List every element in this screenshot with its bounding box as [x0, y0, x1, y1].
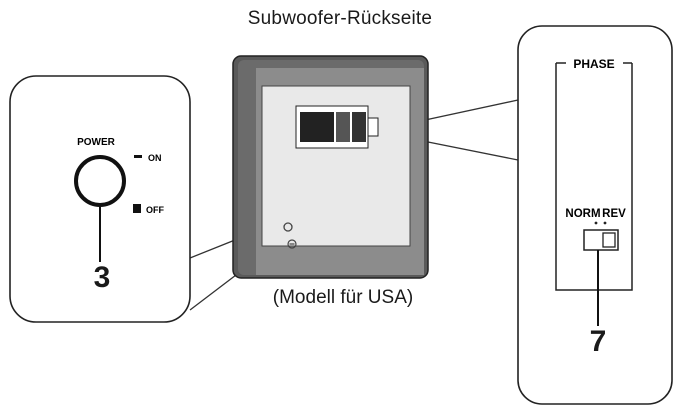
phase-bracket: [555, 63, 633, 291]
phase-switch-knob: [602, 232, 616, 248]
power-button-icon: [74, 155, 126, 207]
callout-number-right: 7: [589, 325, 607, 358]
rev-label: REV: [602, 208, 626, 220]
callout-number-left: 3: [93, 261, 111, 294]
power-label: POWER: [77, 137, 116, 148]
unit-power-knob: [283, 222, 293, 232]
unit-minus-icon: [287, 239, 297, 249]
right-callout-panel: [517, 25, 673, 405]
norm-label: NORM: [565, 208, 600, 220]
subwoofer-body: [232, 55, 429, 279]
on-indicator-icon: [134, 155, 142, 158]
off-indicator-icon: [133, 204, 141, 213]
diagram-title: Subwoofer-Rückseite: [247, 8, 433, 29]
phase-label: PHASE: [573, 57, 614, 71]
model-caption: (Modell für USA): [272, 287, 414, 308]
on-label: ON: [148, 153, 162, 163]
off-label: OFF: [146, 205, 164, 215]
left-callout-panel: [9, 75, 191, 323]
